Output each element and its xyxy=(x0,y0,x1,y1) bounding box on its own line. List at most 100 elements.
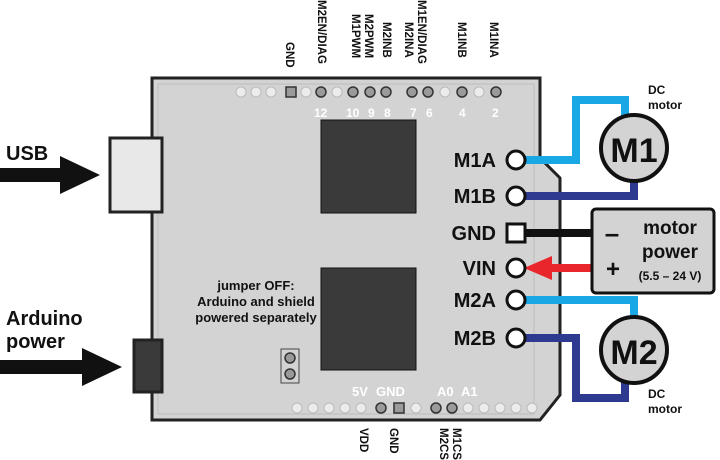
pin-label-m1pwm: M1PWM xyxy=(349,14,361,58)
jumper-note-line3: powered separately xyxy=(195,310,317,325)
driver-chip-2 xyxy=(320,267,417,371)
motor-1-caption-motor: motor xyxy=(648,98,682,112)
pin-label-m2ina: M2INA xyxy=(402,22,414,58)
bottom-label-a1: A1 xyxy=(461,384,478,399)
arduino-power-arrow xyxy=(0,348,122,386)
motor-1: M1 xyxy=(599,113,669,183)
bottom-label-5v: 5V xyxy=(352,384,368,399)
terminal-gnd xyxy=(505,222,527,244)
bottom-header-hole xyxy=(446,402,458,414)
top-header-hole xyxy=(406,86,418,98)
terminal-m2a xyxy=(505,289,527,311)
bottom-pin-labels: VDD GND M2CS M1CS xyxy=(357,428,462,460)
top-header-hole xyxy=(265,86,277,98)
terminal-m1b xyxy=(505,185,527,207)
usb-connector xyxy=(108,136,164,214)
top-header-hole xyxy=(364,86,376,98)
pin-label-m2inb: M2INB xyxy=(380,22,392,58)
terminal-label-gnd: GND xyxy=(452,223,496,245)
arduino-label: Arduino xyxy=(6,308,83,330)
terminal-label-m1a: M1A xyxy=(454,150,496,172)
bottom-header-hole xyxy=(307,402,319,414)
bottom-header-labels: 5V GND A0 A1 xyxy=(352,384,478,399)
bottom-header-hole xyxy=(478,402,490,414)
bottom-label-a0: A0 xyxy=(437,384,454,399)
terminal-label-m1b: M1B xyxy=(454,186,496,208)
top-pin-labels: GND M2EN/DIAG M1PWM M2PWM M2INB M1EN/DIA… xyxy=(283,0,499,68)
bottom-header-hole xyxy=(526,402,538,414)
pin-number-6: 6 xyxy=(426,106,433,120)
wire-m1a xyxy=(516,96,629,164)
supply-plus-sign: + xyxy=(606,256,620,283)
pin-label-m1ina: M1INA xyxy=(487,22,499,58)
top-header-hole xyxy=(315,86,327,98)
wire-vin xyxy=(524,256,596,280)
bottom-header-hole xyxy=(462,402,474,414)
barrel-jack xyxy=(132,338,164,394)
top-header-hole xyxy=(456,86,468,98)
bottom-label-gnd: GND xyxy=(376,384,405,399)
pin-label-m1en-diag: M1EN/DIAG xyxy=(415,0,427,64)
top-header-hole xyxy=(473,86,485,98)
bottom-header-hole xyxy=(339,402,351,414)
pin-label-vdd: VDD xyxy=(357,428,369,452)
pin-number-7: 7 xyxy=(410,106,417,120)
pin-number-12: 12 xyxy=(314,106,328,120)
bottom-header-hole xyxy=(510,402,522,414)
usb-label: USB xyxy=(6,143,48,165)
terminal-label-m2a: M2A xyxy=(454,290,496,312)
pin-label-m1cs: M1CS xyxy=(450,428,462,460)
pin-number-8: 8 xyxy=(384,106,391,120)
terminal-label-vin: VIN xyxy=(463,258,496,280)
bottom-header-hole xyxy=(291,402,303,414)
motor-2-label: M2 xyxy=(610,334,657,372)
pin-label-m2cs: M2CS xyxy=(437,428,449,460)
bottom-header-hole xyxy=(393,402,405,414)
power-label: power xyxy=(6,331,65,353)
bottom-header-hole xyxy=(410,402,422,414)
pin-label-gnd: GND xyxy=(283,42,295,68)
bottom-header-pins xyxy=(291,402,538,414)
motor-1-caption-dc: DC xyxy=(648,83,666,97)
board-inner-edge xyxy=(157,83,535,415)
pin-label-m2pwm: M2PWM xyxy=(362,14,374,58)
terminal-vin xyxy=(505,257,527,279)
wire-m2b xyxy=(516,334,629,402)
top-pin-numbers: 12 10 9 8 7 6 4 2 xyxy=(314,106,499,120)
driver-chip-1 xyxy=(320,119,417,214)
screw-terminals xyxy=(505,149,527,349)
terminal-label-m2b: M2B xyxy=(454,328,496,350)
terminal-m2b xyxy=(505,327,527,349)
top-header-hole xyxy=(347,86,359,98)
bottom-header-hole xyxy=(430,402,442,414)
top-header-hole xyxy=(285,86,297,98)
supply-label-motor: motor xyxy=(643,218,697,239)
supply-label-power: power xyxy=(642,242,699,263)
bottom-header-hole xyxy=(375,402,387,414)
supply-minus-sign: – xyxy=(605,218,619,248)
top-header-hole xyxy=(235,86,247,98)
shield-board xyxy=(150,76,562,422)
supply-voltage-range: (5.5 – 24 V) xyxy=(639,269,702,283)
top-header-hole xyxy=(380,86,392,98)
top-header-hole xyxy=(250,86,262,98)
motor-1-label: M1 xyxy=(610,132,657,170)
top-header-hole xyxy=(300,86,312,98)
top-header-hole xyxy=(331,86,343,98)
pin-number-10: 10 xyxy=(346,106,360,120)
pin-label-bottom-gnd: GND xyxy=(387,428,399,454)
motor-2-caption-dc: DC xyxy=(648,387,666,401)
jumper-note-line2: Arduino and shield xyxy=(197,294,315,309)
jumper-note-line1: jumper OFF: xyxy=(216,278,294,293)
jumper-header xyxy=(280,348,300,384)
top-header-hole xyxy=(422,86,434,98)
pin-number-4: 4 xyxy=(459,106,466,120)
jumper-note: jumper OFF: Arduino and shield powered s… xyxy=(195,278,317,325)
motor-2-caption-motor: motor xyxy=(648,402,682,416)
motor-2: M2 xyxy=(599,315,669,385)
pin-label-m2en-diag: M2EN/DIAG xyxy=(315,0,327,64)
bottom-header-hole xyxy=(323,402,335,414)
top-header-hole xyxy=(439,86,451,98)
pin-label-m1inb: M1INB xyxy=(455,22,467,58)
